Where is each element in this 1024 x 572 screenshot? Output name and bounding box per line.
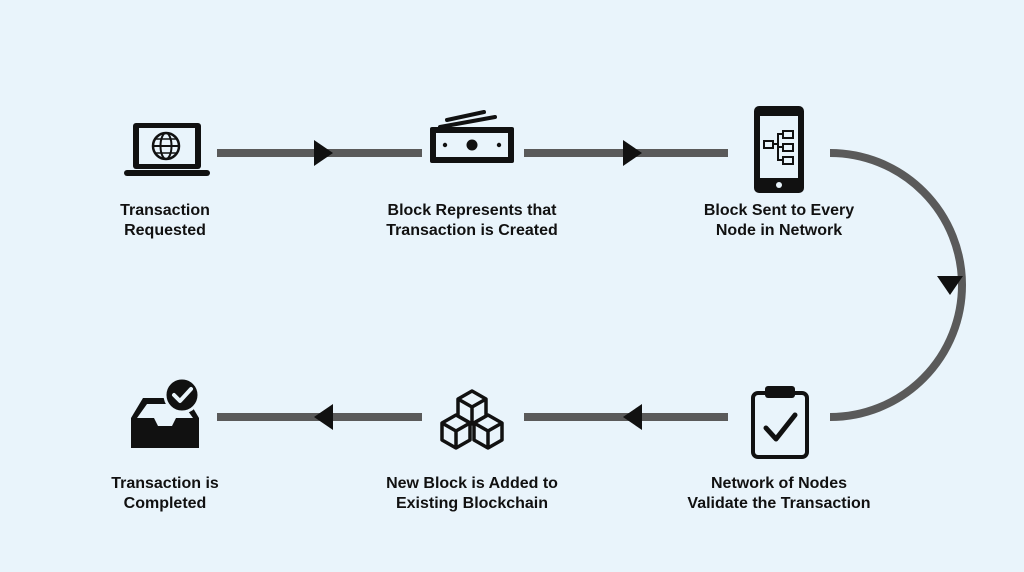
inbox-check-icon: [131, 376, 201, 448]
step-2-label-line-1: Block Represents that: [387, 202, 557, 219]
step-5-label-line-2: Existing Blockchain: [395, 495, 549, 512]
arrowhead-1-2: [314, 140, 333, 166]
connector-3-4-curve: [829, 149, 966, 421]
step-3-label: Block Sent to Every Node in Network: [659, 201, 899, 241]
step-4-label: Network of Nodes Validate the Transactio…: [659, 474, 899, 514]
arrowhead-3-4: [937, 276, 963, 295]
step-1-label-line-1: Transaction: [120, 202, 210, 219]
arrowhead-5-6: [314, 404, 333, 430]
step-5-label-line-1: New Block is Added to: [386, 475, 558, 492]
step-4-label-line-1: Network of Nodes: [710, 475, 847, 492]
step-1-label: Transaction Requested: [45, 201, 285, 241]
arrowhead-4-5: [623, 404, 642, 430]
step-3-label-line-2: Node in Network: [715, 222, 843, 239]
step-1-label-line-2: Requested: [124, 222, 206, 239]
blocks-stack-icon: [440, 389, 504, 450]
laptop-globe-icon: [124, 123, 210, 176]
cash-block-icon: [430, 110, 514, 163]
arrowhead-2-3: [623, 140, 642, 166]
step-6-label-line-1: Transaction is: [111, 475, 219, 492]
step-2-label: Block Represents that Transaction is Cre…: [352, 201, 592, 241]
step-4-label-line-2: Validate the Transaction: [687, 495, 871, 512]
step-6-label: Transaction is Completed: [45, 474, 285, 514]
clipboard-check-icon: [751, 386, 809, 459]
step-5-label: New Block is Added to Existing Blockchai…: [352, 474, 592, 514]
phone-network-icon: [754, 106, 804, 193]
step-3-label-line-1: Block Sent to Every: [703, 202, 855, 219]
step-6-label-line-2: Completed: [123, 495, 207, 512]
step-2-label-line-2: Transaction is Created: [386, 222, 558, 239]
